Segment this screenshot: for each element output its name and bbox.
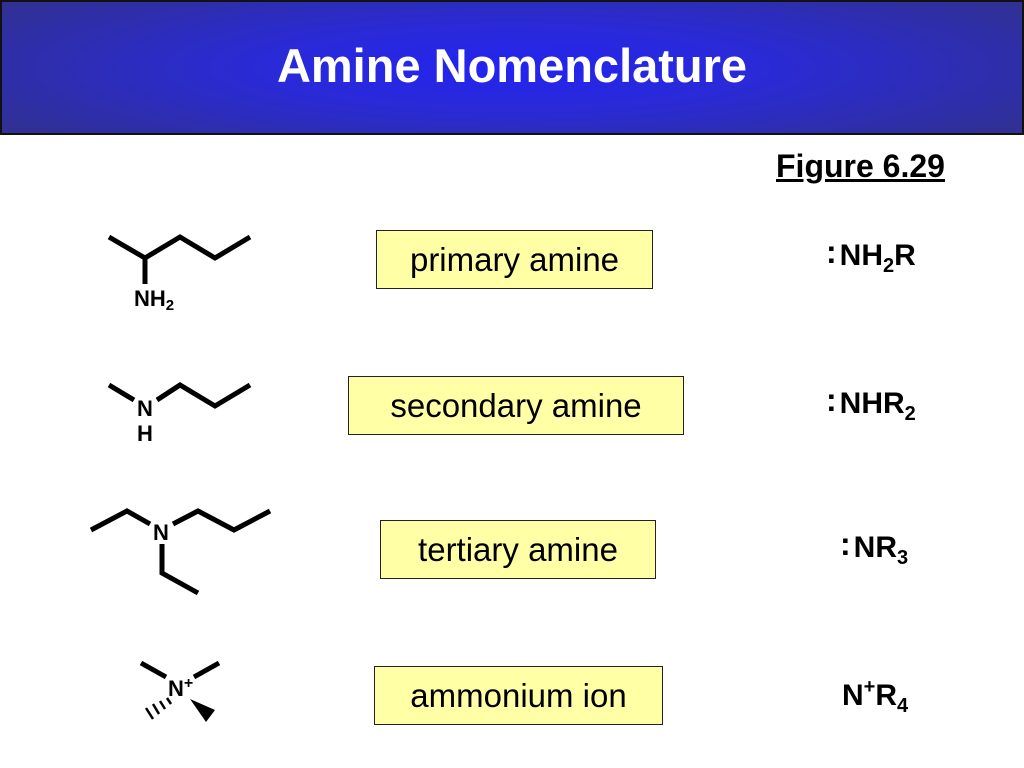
ammonium-solid-wedge xyxy=(190,699,215,722)
ammonium-ion-label-box: ammonium ion xyxy=(374,666,663,725)
figure-label: Figure 6.29 xyxy=(776,148,945,184)
tertiary-amine-bond-down xyxy=(159,544,200,596)
secondary-amine-n-label: N xyxy=(137,396,153,421)
tertiary-amine-formula: :NR3 xyxy=(840,526,909,569)
ammonium-ion-formula: N+R4 xyxy=(842,676,909,717)
secondary-amine-label-box: secondary amine xyxy=(348,376,684,435)
primary-amine-nh2-label: NH2 xyxy=(134,286,175,314)
ammonium-bond-upper-left xyxy=(139,660,168,680)
ammonium-hashed-wedge xyxy=(144,697,173,720)
slide-title: Amine Nomenclature xyxy=(276,39,748,92)
ammonium-bond-upper-right xyxy=(192,660,221,680)
secondary-amine-bond-left xyxy=(107,382,136,403)
secondary-amine-h-label: H xyxy=(137,421,153,446)
tertiary-amine-n-label: N xyxy=(153,520,169,545)
tertiary-amine-bond-right xyxy=(171,508,272,533)
secondary-amine-formula: :NHR2 xyxy=(826,382,916,425)
primary-amine-skeleton xyxy=(107,234,252,261)
secondary-amine-bond-right xyxy=(155,382,252,409)
primary-amine-label-box: primary amine xyxy=(376,230,653,289)
tertiary-amine-bond-left xyxy=(89,508,152,533)
title-banner: Amine Nomenclature xyxy=(0,0,1024,135)
tertiary-amine-label-box: tertiary amine xyxy=(380,520,656,579)
ammonium-n-label: N+ xyxy=(168,675,194,701)
primary-amine-formula: :NH2R xyxy=(826,234,916,277)
